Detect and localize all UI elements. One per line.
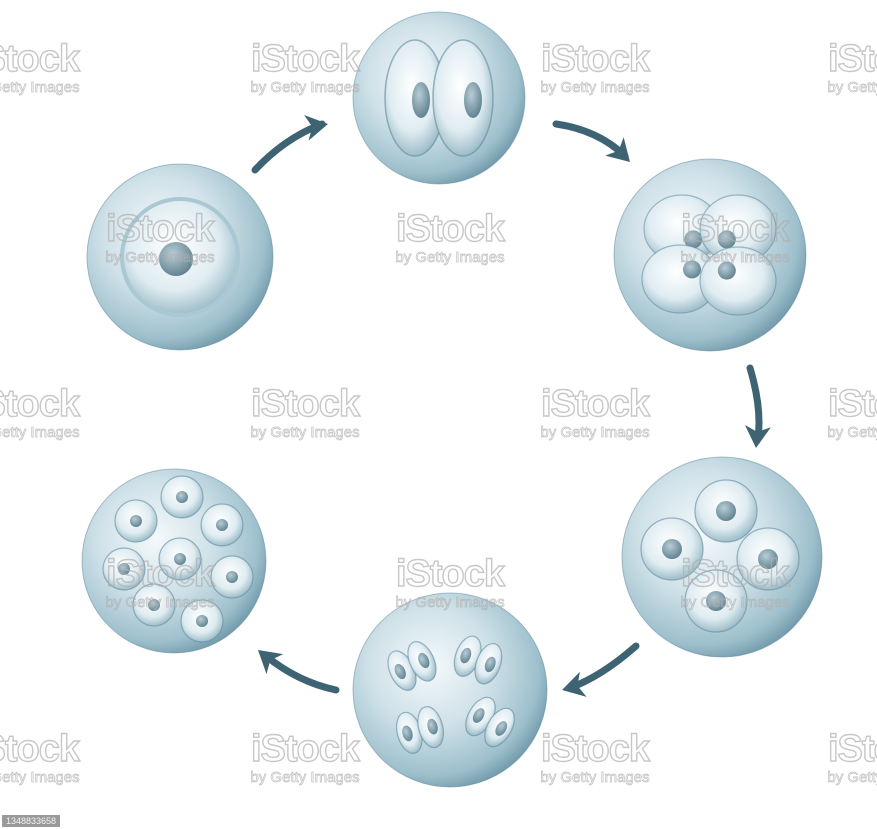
- eight-cell-6-nucleus: [226, 571, 238, 583]
- flow-arrow-5-shaft: [266, 656, 336, 690]
- eight-cell-7-nucleus: [148, 599, 160, 611]
- stage-zygote: [87, 164, 273, 350]
- image-id-label: 1348833658: [2, 815, 60, 827]
- eight-cell-5-nucleus: [118, 563, 130, 575]
- four-cell-nucleus-2: [718, 230, 736, 248]
- stage-four-cell-rounded: [622, 457, 822, 657]
- flow-arrow-1: [255, 111, 330, 170]
- blastomere-left-nucleus: [412, 82, 430, 118]
- flow-arrow-3: [743, 368, 771, 449]
- eight-cell-8-nucleus: [196, 615, 208, 627]
- blastomere-right-nucleus: [464, 82, 482, 118]
- stage-eight-cell: [82, 469, 266, 653]
- blastomere-right: [433, 40, 493, 156]
- flow-arrow-1-head: [304, 111, 330, 140]
- four-cell-blastomere-4: [700, 247, 776, 315]
- stage-dividing-pairs-membrane: [353, 593, 547, 787]
- four-cell-nucleus-4: [718, 262, 736, 280]
- flow-arrow-4-head: [559, 672, 587, 703]
- flow-arrow-4: [559, 646, 636, 703]
- flow-arrow-2-shaft: [556, 124, 625, 156]
- stage-four-cell: [614, 159, 806, 351]
- eight-cell-3-nucleus: [216, 519, 228, 531]
- zygote-nucleus: [159, 242, 193, 276]
- stage-four-cell-membrane: [614, 159, 806, 351]
- eight-cell-1-nucleus: [176, 491, 188, 503]
- eight-cell-4-nucleus: [174, 553, 186, 565]
- stage-dividing-pairs: [353, 593, 547, 787]
- rounded-cell-2-nucleus: [662, 539, 682, 559]
- flow-arrow-4-shaft: [570, 646, 636, 688]
- eight-cell-2-nucleus: [130, 515, 142, 527]
- flow-arrow-2: [556, 124, 639, 171]
- rounded-cell-1-nucleus: [716, 501, 736, 521]
- rounded-cell-3-nucleus: [758, 549, 778, 569]
- stage-two-cell: [353, 12, 525, 184]
- flow-arrow-3-shaft: [750, 368, 759, 438]
- four-cell-nucleus-3: [683, 260, 701, 278]
- flow-arrow-5: [250, 640, 336, 690]
- rounded-cell-4-nucleus: [706, 591, 726, 611]
